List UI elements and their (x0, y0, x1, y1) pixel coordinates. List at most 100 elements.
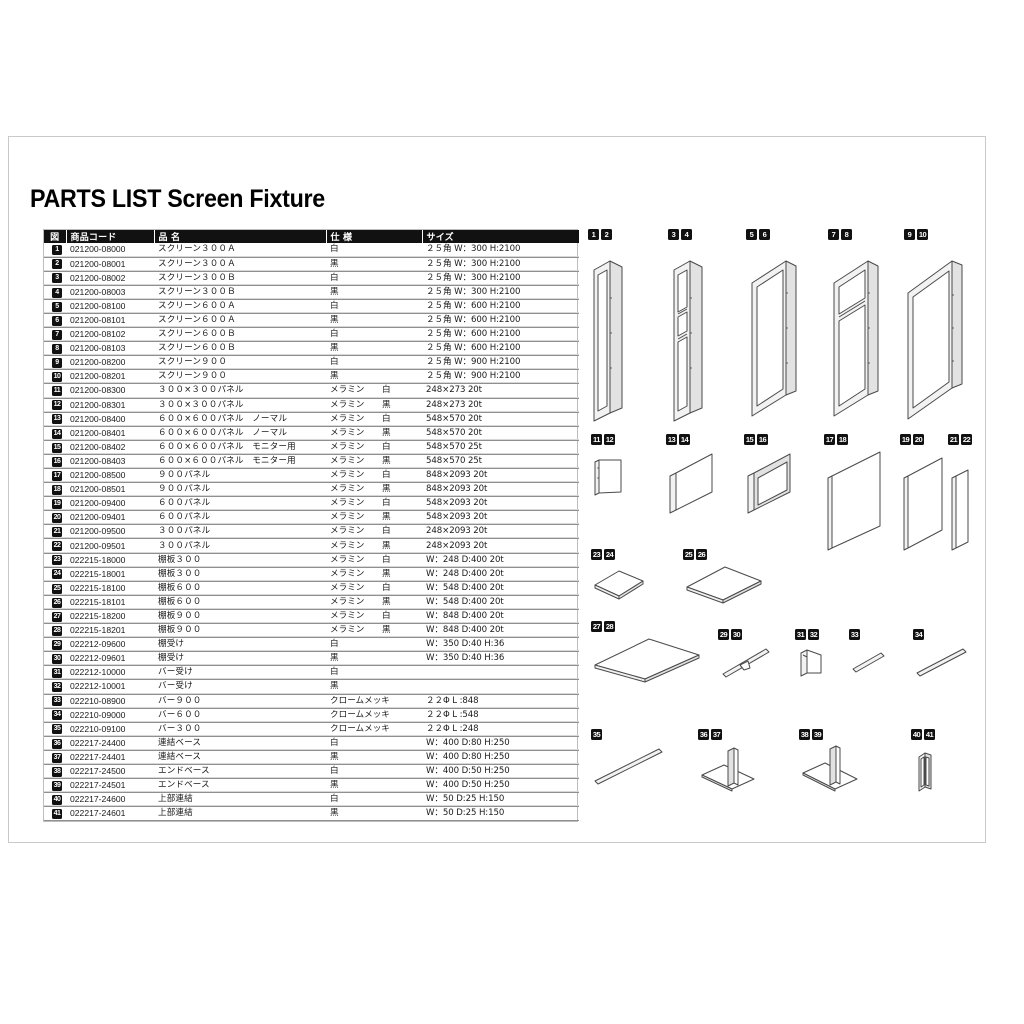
cell-specification: クロームメッキ (326, 722, 422, 737)
figure-badge: 20 (913, 434, 924, 445)
end-base-icon (799, 743, 869, 795)
spec-color: 黒 (382, 399, 391, 410)
figure-number: 29 (52, 639, 62, 650)
cell-specification: 黒 (326, 257, 422, 272)
cell-specification: 白 (326, 736, 422, 751)
cell-product-name: 棚板６００ (154, 595, 326, 610)
figure-badge: 21 (948, 434, 959, 445)
cell-size: 848×2093 20t (422, 468, 579, 484)
figure-badge: 24 (604, 549, 615, 560)
cell-specification: 白 (326, 327, 422, 343)
figure-number: 19 (52, 498, 62, 509)
cell-size: 548×570 20t (422, 412, 579, 427)
shelf-600-icon (683, 563, 769, 611)
figure-number: 16 (52, 456, 62, 467)
spec-color: 白 (382, 554, 391, 565)
row-figure-badge: 15 (44, 440, 66, 455)
spec-color: 白 (382, 526, 391, 537)
figure-label-group: 35 (591, 729, 602, 740)
row-figure-badge: 7 (44, 327, 66, 343)
figure-number: 39 (52, 780, 62, 791)
figure-label-group: 15 16 (744, 434, 768, 445)
cell-product-code: 022215-18200 (66, 609, 154, 625)
cell-product-name: スクリーン３００Ｂ (154, 271, 326, 286)
cell-product-code: 021200-09500 (66, 524, 154, 540)
cell-product-code: 021200-09401 (66, 510, 154, 526)
figure-badge: 7 (828, 229, 839, 240)
cell-specification: メラミン白 (326, 383, 422, 399)
figure-badge: 30 (731, 629, 742, 640)
cell-product-name: スクリーン９００ (154, 355, 326, 371)
figure-badge: 3 (668, 229, 679, 240)
figure-number: 33 (52, 696, 62, 707)
figure-badge: 16 (757, 434, 768, 445)
cell-size: ２５角 W：600 H:2100 (422, 299, 579, 314)
figure-number: 23 (52, 555, 62, 566)
cell-specification: 白 (326, 665, 422, 681)
cell-product-code: 022215-18101 (66, 595, 154, 610)
figure-badge: 2 (601, 229, 612, 240)
cell-specification: クロームメッキ (326, 708, 422, 723)
row-figure-badge: 4 (44, 285, 66, 300)
cell-size: ２２Φ L :248 (422, 722, 579, 737)
figure-number: 40 (52, 794, 62, 805)
row-figure-badge: 24 (44, 567, 66, 582)
cell-size: W：848 D:400 20t (422, 623, 579, 639)
cell-product-name: ６００×６００パネル モニター用 (154, 440, 326, 455)
figure-number: 6 (52, 315, 62, 326)
figure-number: 28 (52, 625, 62, 636)
cell-product-name: 棚板９００ (154, 609, 326, 625)
cell-product-code: 022210-09000 (66, 708, 154, 723)
figure-number: 21 (52, 527, 62, 538)
cell-specification: メラミン白 (326, 440, 422, 455)
spec-material: メラミン (330, 610, 365, 621)
cell-size: W：248 D:400 20t (422, 567, 579, 582)
cell-size: 248×273 20t (422, 383, 579, 399)
figure-number: 1 (52, 245, 62, 256)
row-figure-badge: 35 (44, 722, 66, 737)
cell-product-code: 021200-08400 (66, 412, 154, 427)
row-figure-badge: 38 (44, 764, 66, 780)
shelf-bracket-icon (718, 643, 778, 683)
cell-size: W：400 D:80 H:250 (422, 750, 579, 765)
cell-specification: 白 (326, 764, 422, 780)
row-figure-badge: 40 (44, 792, 66, 808)
cell-product-name: ６００×６００パネル モニター用 (154, 454, 326, 470)
cell-product-name: スクリーン６００Ｂ (154, 327, 326, 343)
cell-size: ２５角 W：300 H:2100 (422, 271, 579, 286)
cell-product-name: バー９００ (154, 694, 326, 709)
cell-specification: 黒 (326, 313, 422, 329)
panel-300x300-icon (591, 448, 631, 508)
shelf-900-icon (591, 635, 707, 689)
figure-number: 41 (52, 809, 62, 820)
figure-number: 12 (52, 400, 62, 411)
cell-product-name: ３００×３００パネル (154, 398, 326, 413)
cell-product-code: 021200-08402 (66, 440, 154, 455)
cell-specification: メラミン 白 (326, 581, 422, 596)
spec-material: メラミン (330, 470, 365, 481)
spec-color: 白 (382, 582, 391, 593)
figure-number: 8 (52, 343, 62, 354)
spec-material: メラミン (330, 582, 365, 593)
figure-badge: 25 (683, 549, 694, 560)
row-figure-badge: 31 (44, 665, 66, 681)
figure-label-group: 17 18 (824, 434, 848, 445)
cell-product-code: 022217-24601 (66, 806, 154, 822)
figure-label-group: 29 30 (718, 629, 742, 640)
cell-size: 248×273 20t (422, 398, 579, 413)
row-figure-badge: 6 (44, 313, 66, 329)
cell-size: W：350 D:40 H:36 (422, 651, 579, 667)
figure-number: 38 (52, 766, 62, 777)
